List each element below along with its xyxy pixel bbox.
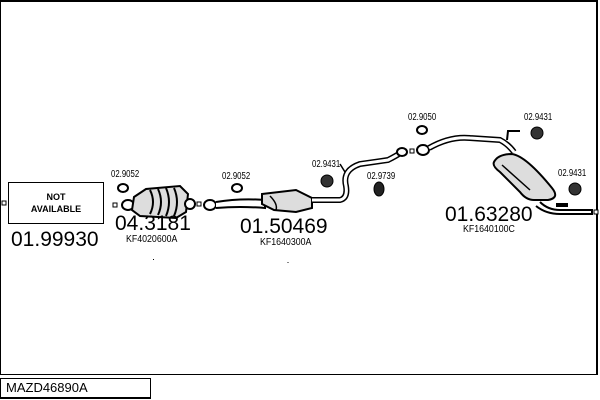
catalytic-converter[interactable] [112,184,202,220]
connector-square-left [1,200,7,206]
part-reference: KF1640100C [463,224,515,235]
accessory-code[interactable]: 02.9431 [524,112,553,123]
part-price[interactable]: 04.3181 [115,212,191,235]
accessory-code[interactable]: 02.9050 [408,112,437,123]
part-price[interactable]: 01.99930 [11,228,99,251]
gasket-ring-icon [231,183,243,193]
gasket-ring-icon [117,183,129,193]
accessory-code[interactable]: 02.9739 [367,171,396,182]
centre-pipe[interactable] [203,147,415,214]
accessory-code[interactable]: 02.9052 [222,171,251,182]
part-price[interactable]: 01.63280 [445,203,533,226]
gasket-ring-icon [416,125,428,135]
rear-silencer[interactable] [416,130,599,215]
not-available-line1: NOT [46,192,66,202]
rubber-mount-icon [530,126,544,140]
rubber-mount-icon [373,181,385,197]
part-price[interactable]: 01.50469 [240,215,328,238]
diagram-title: MAZD46890A [0,378,151,399]
not-available-box: NOT AVAILABLE [8,182,104,224]
part-reference: KF4020600A [126,234,178,245]
rubber-mount-icon [568,182,582,196]
rubber-mount-icon [320,174,334,188]
accessory-code[interactable]: 02.9052 [111,169,140,180]
accessory-code[interactable]: 02.9431 [312,159,341,170]
not-available-line2: AVAILABLE [30,204,82,214]
accessory-code[interactable]: 02.9431 [558,168,587,179]
diagram-frame [0,0,598,375]
part-reference: KF1640300A [260,237,312,248]
